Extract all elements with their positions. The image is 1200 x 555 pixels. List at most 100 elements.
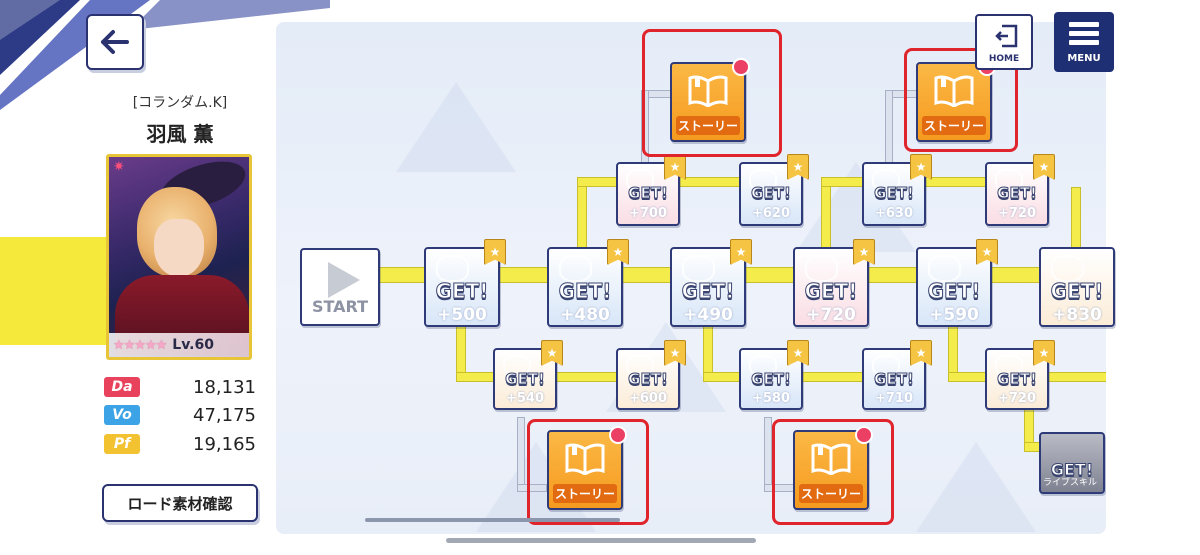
star-badge-icon: ★ — [976, 239, 998, 265]
story-label: ストーリー — [553, 483, 617, 504]
road-node-main-1[interactable]: ★ GET! +500 — [424, 239, 506, 327]
node-amount: +710 — [874, 391, 914, 406]
arrow-left-icon — [101, 30, 129, 54]
character-name: 羽風 薫 — [146, 122, 214, 146]
get-label: GET! — [927, 279, 981, 304]
yellow-accent-band — [0, 237, 110, 345]
road-node-upper-2[interactable]: ★ GET! +620 — [739, 154, 809, 226]
road-materials-button[interactable]: ロード素材確認 — [102, 484, 258, 522]
character-card[interactable]: ✷ ★★★★★ Lv.60 — [106, 154, 252, 360]
play-icon — [328, 262, 360, 298]
node-amount: +540 — [505, 391, 545, 406]
highlight-box — [904, 48, 1018, 152]
road-node-lower-3[interactable]: ★ GET! +580 — [739, 340, 809, 410]
star-badge-icon: ★ — [1033, 154, 1055, 180]
book-icon — [811, 443, 851, 475]
home-label: HOME — [988, 54, 1020, 64]
menu-button[interactable]: MENU — [1054, 12, 1114, 72]
story-node-4[interactable]: ストーリー — [793, 426, 873, 510]
get-label: GET! — [997, 370, 1038, 389]
node-amount: +720 — [997, 391, 1037, 406]
node-amount: +600 — [628, 391, 668, 406]
get-label: GET! — [681, 279, 735, 304]
node-amount: +720 — [806, 305, 856, 325]
home-indicator[interactable] — [446, 538, 756, 543]
star-badge-icon: ★ — [910, 340, 932, 366]
unit-name: [コランダム.K] — [132, 95, 228, 111]
stat-badge-da: Da — [104, 377, 140, 397]
live-skill-label: ライブスキル — [1043, 478, 1098, 488]
get-label: GET! — [874, 370, 915, 389]
node-amount: +630 — [874, 206, 914, 221]
star-badge-icon: ★ — [787, 340, 809, 366]
star-badge-icon: ★ — [664, 154, 686, 180]
road-node-lower-2[interactable]: ★ GET! +600 — [616, 340, 686, 410]
horizontal-scrollbar[interactable] — [365, 518, 620, 522]
book-icon — [565, 443, 605, 475]
road-node-main-4[interactable]: ★ GET! +720 — [793, 239, 875, 327]
card-rarity-bar: ★★★★★ Lv.60 — [109, 333, 249, 357]
story-label: ストーリー — [799, 483, 863, 504]
stat-badge-vo: Vo — [104, 405, 140, 425]
story-node-2[interactable]: ストーリー — [916, 58, 996, 142]
road-node-lower-4[interactable]: ★ GET! +710 — [862, 340, 932, 410]
book-icon — [934, 75, 974, 107]
road-node-lower-5[interactable]: ★ GET! +720 — [985, 340, 1055, 410]
get-label: GET! — [997, 184, 1038, 203]
start-node[interactable]: START — [300, 248, 380, 326]
story-label: ストーリー — [676, 115, 740, 136]
story-node-3[interactable]: ストーリー — [547, 426, 627, 510]
node-amount: +590 — [929, 305, 979, 325]
story-node-1[interactable]: ストーリー — [670, 58, 750, 142]
node-amount: +500 — [437, 305, 487, 325]
get-label: GET! — [874, 184, 915, 203]
get-label: GET! — [628, 184, 669, 203]
home-button[interactable]: HOME — [975, 14, 1033, 70]
stat-badge-pf: Pf — [104, 434, 140, 454]
star-badge-icon: ★ — [664, 340, 686, 366]
road-node-main-6[interactable]: GET! +830 — [1039, 247, 1115, 327]
node-amount: +480 — [560, 305, 610, 325]
get-label: GET! — [1050, 460, 1094, 480]
stat-row-pf: Pf 19,165 — [104, 432, 256, 456]
book-icon — [688, 75, 728, 107]
get-label: GET! — [628, 370, 669, 389]
road-node-upper-3[interactable]: ★ GET! +630 — [862, 154, 932, 226]
highlight-box — [772, 419, 894, 525]
sparkle-icon: ✷ — [113, 159, 125, 175]
node-amount: +830 — [1052, 305, 1102, 325]
road-node-main-2[interactable]: ★ GET! +480 — [547, 239, 629, 327]
star-badge-icon: ★ — [1033, 340, 1055, 366]
stat-row-vo: Vo 47,175 — [104, 403, 256, 427]
highlight-box — [642, 29, 782, 157]
menu-label: MENU — [1067, 53, 1101, 64]
star-badge-icon: ★ — [484, 239, 506, 265]
star-badge-icon: ★ — [607, 239, 629, 265]
stat-value-vo: 47,175 — [193, 404, 256, 426]
live-skill-node[interactable]: GET! ライブスキル — [1039, 432, 1105, 494]
hamburger-icon — [1069, 22, 1099, 49]
road-node-upper-4[interactable]: ★ GET! +720 — [985, 154, 1055, 226]
node-amount: +700 — [628, 206, 668, 221]
node-amount: +490 — [683, 305, 733, 325]
star-badge-icon: ★ — [541, 340, 563, 366]
get-label: GET! — [558, 279, 612, 304]
highlight-box — [527, 419, 649, 525]
get-label: GET! — [804, 279, 858, 304]
back-button[interactable] — [86, 14, 144, 70]
get-label: GET! — [751, 370, 792, 389]
stat-value-pf: 19,165 — [193, 433, 256, 455]
card-art-face — [154, 219, 204, 277]
node-amount: +580 — [751, 391, 791, 406]
get-label: GET! — [505, 370, 546, 389]
node-amount: +620 — [751, 206, 791, 221]
star-badge-icon: ★ — [910, 154, 932, 180]
exit-door-icon — [995, 24, 1018, 48]
road-node-lower-1[interactable]: ★ GET! +540 — [493, 340, 563, 410]
road-node-main-5[interactable]: ★ GET! +590 — [916, 239, 998, 327]
story-label: ストーリー — [922, 115, 986, 136]
road-node-upper-1[interactable]: ★ GET! +700 — [616, 154, 686, 226]
road-node-main-3[interactable]: ★ GET! +490 — [670, 239, 752, 327]
get-label: GET! — [1050, 279, 1104, 304]
node-amount: +720 — [997, 206, 1037, 221]
